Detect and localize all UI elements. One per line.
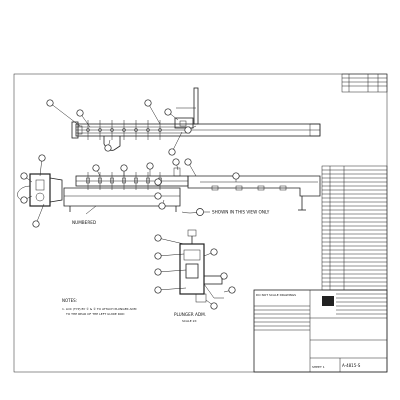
callout-bubble bbox=[104, 144, 112, 152]
scale-note: DO NOT SCALE DRAWINGS bbox=[256, 293, 296, 297]
callout-bubble bbox=[20, 196, 28, 204]
notes-heading: NOTES: bbox=[62, 298, 77, 303]
drawing-number: A-4815-S bbox=[342, 363, 361, 368]
callout-bubble bbox=[32, 220, 40, 228]
revision-block bbox=[341, 73, 388, 93]
callout-bubble bbox=[154, 286, 162, 294]
section-view-note: SHOWN IN THIS VIEW ONLY bbox=[212, 209, 270, 214]
leader-line bbox=[157, 237, 185, 245]
leader-line bbox=[157, 253, 185, 257]
callout-bubble bbox=[158, 202, 166, 210]
stud-nut bbox=[158, 128, 162, 132]
stud-nut bbox=[134, 128, 138, 132]
note-1-line-1: 1. LOC (TYP) BY ① & ② TO ATTACH PLUNGER … bbox=[62, 307, 137, 311]
callout-bubble bbox=[172, 158, 180, 166]
stud-nut bbox=[146, 177, 150, 184]
leader-line bbox=[157, 269, 187, 273]
stud-nut bbox=[122, 177, 126, 184]
leader-line bbox=[35, 203, 45, 225]
callout-bubble bbox=[92, 164, 100, 172]
callout-bubble bbox=[154, 192, 162, 200]
callout-bubble bbox=[210, 302, 218, 310]
callout-bubble bbox=[184, 158, 192, 166]
callout-bubbles bbox=[20, 99, 240, 310]
leader-line bbox=[171, 131, 183, 153]
callout-bubble bbox=[220, 272, 228, 280]
stud-nut bbox=[98, 177, 102, 184]
stud-nut bbox=[86, 177, 90, 184]
leader-line bbox=[49, 102, 81, 127]
callout-bubble bbox=[154, 252, 162, 260]
sheet-label: SHEET 1 bbox=[312, 365, 325, 369]
company-logo bbox=[322, 296, 334, 306]
callout-bubble bbox=[120, 164, 128, 172]
title-block bbox=[253, 289, 388, 373]
callout-bubble bbox=[232, 172, 240, 180]
callout-bubble bbox=[154, 234, 162, 242]
callout-bubble bbox=[46, 99, 54, 107]
stud-nut bbox=[86, 128, 90, 132]
detail-view-title: PLUNGER ADM. bbox=[174, 312, 206, 317]
stud-nut bbox=[122, 128, 126, 132]
note-1-line-2: TO THE REAR OF THE LEFT GUIDE ROD bbox=[65, 312, 125, 316]
stud-nut bbox=[110, 177, 114, 184]
top-view-studs bbox=[86, 120, 162, 140]
plunger-detail-view bbox=[179, 229, 224, 303]
callout-bubble bbox=[154, 268, 162, 276]
parts-list-table bbox=[321, 165, 388, 291]
leader-line bbox=[147, 102, 161, 125]
callout-bubble bbox=[228, 286, 236, 294]
detail-view-scale: SCALE 2X bbox=[182, 319, 197, 323]
leader-line bbox=[157, 287, 187, 291]
callout-bubble bbox=[164, 108, 172, 116]
callout-bubble bbox=[20, 172, 28, 180]
callout-bubble bbox=[168, 148, 176, 156]
side-view-assembly bbox=[17, 167, 321, 212]
top-view-assembly bbox=[71, 87, 321, 151]
stud-nut bbox=[134, 177, 138, 184]
callout-bubble bbox=[146, 162, 154, 170]
section-view-callout bbox=[181, 208, 210, 216]
callout-bubble bbox=[210, 248, 218, 256]
sheet-border bbox=[13, 73, 388, 373]
stud-nut bbox=[146, 128, 150, 132]
callout-bubble bbox=[38, 154, 46, 162]
stud-nut bbox=[110, 128, 114, 132]
callout-bubble bbox=[76, 109, 84, 117]
numbered-callout-label: NUMBERED bbox=[72, 220, 96, 225]
callout-bubble bbox=[184, 126, 192, 134]
stud-nut bbox=[98, 128, 102, 132]
numbered-callout-leader bbox=[85, 205, 97, 215]
callout-bubble bbox=[144, 99, 152, 107]
callout-bubble bbox=[154, 178, 162, 186]
